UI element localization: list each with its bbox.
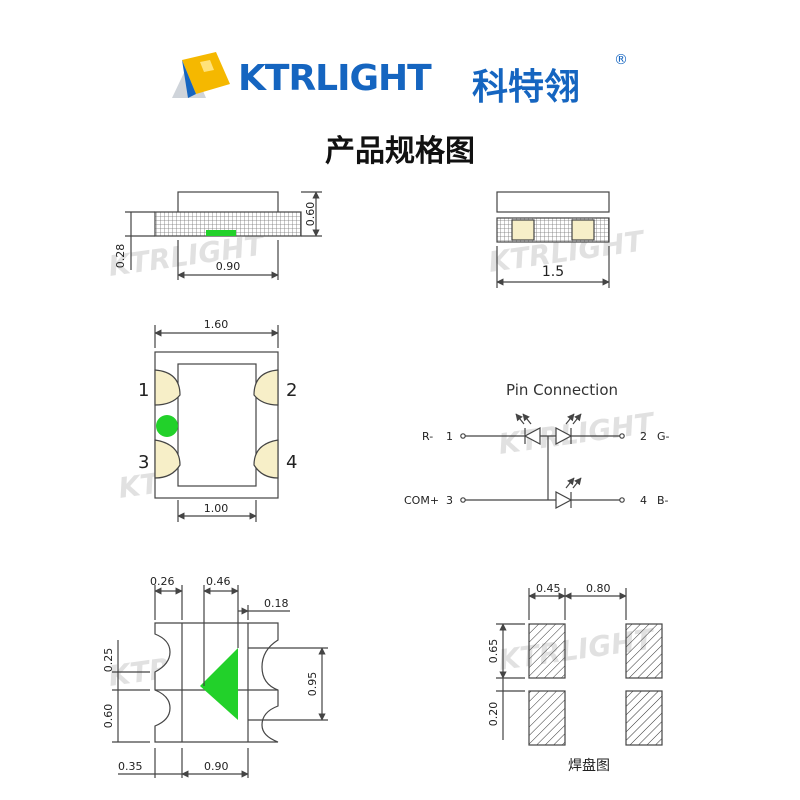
top-view	[154, 325, 279, 522]
bottom-dim-095: 0.95	[306, 672, 319, 697]
pin-num-3: 3	[446, 494, 453, 507]
pin-name-b: B-	[657, 494, 669, 507]
side-view-dim-width: 0.90	[216, 260, 241, 273]
pad-1	[154, 369, 181, 406]
side-view-dim-lower: 0.28	[114, 244, 127, 269]
watermark-4: KTRLIGHT	[496, 406, 657, 461]
end-view-pad-left	[511, 219, 535, 241]
pin-connection-circuit	[460, 413, 625, 509]
bottom-dim-026: 0.26	[150, 575, 175, 588]
bottom-dim-046: 0.46	[206, 575, 231, 588]
pin-label-2: 2	[286, 380, 297, 401]
pad-3	[154, 439, 181, 479]
bottom-dim-090: 0.90	[204, 760, 229, 773]
pad-dim-v2: 0.20	[487, 702, 500, 727]
pad-2	[253, 369, 279, 406]
pin-name-r: R-	[422, 430, 433, 443]
pad-layout	[496, 588, 663, 746]
top-view-dim-top: 1.60	[204, 318, 229, 331]
brand-name-cn: 科特翎	[472, 67, 581, 108]
pad-bottom-left	[528, 690, 566, 746]
end-view	[496, 191, 610, 288]
pad-layout-caption: 焊盘图	[568, 757, 610, 774]
pin-name-com: COM+	[404, 494, 439, 507]
diode-red	[523, 427, 541, 445]
side-view	[125, 191, 322, 280]
led-green-dot	[156, 415, 178, 437]
led-green-triangle	[200, 648, 238, 720]
bottom-dim-035: 0.35	[118, 760, 143, 773]
pad-dim-h2: 0.80	[586, 582, 611, 595]
pad-top-left	[528, 623, 566, 679]
bottom-dim-060: 0.60	[102, 704, 115, 729]
registered-mark: ®	[614, 52, 628, 68]
side-view-dome	[177, 191, 279, 215]
pin-name-g: G-	[657, 430, 670, 443]
page-title: 产品规格图	[325, 134, 475, 169]
bottom-dim-025: 0.25	[102, 648, 115, 673]
pin-connection-title: Pin Connection	[506, 381, 618, 399]
top-view-dim-bottom: 1.00	[204, 502, 229, 515]
bottom-dim-018: 0.18	[264, 597, 289, 610]
bottom-view	[112, 585, 328, 778]
diode-blue	[555, 491, 573, 509]
end-view-dim-length: 1.5	[542, 264, 564, 280]
end-view-body	[496, 191, 610, 213]
pin-label-3: 3	[138, 452, 149, 473]
pin-label-4: 4	[286, 452, 297, 473]
pin-num-1: 1	[446, 430, 453, 443]
pin-label-1: 1	[138, 380, 149, 401]
diode-green	[555, 427, 573, 445]
pin-num-2: 2	[640, 430, 647, 443]
pad-dim-h1: 0.45	[536, 582, 561, 595]
pad-dim-v1: 0.65	[487, 639, 500, 664]
brand-logo-icon	[172, 52, 230, 98]
pad-bottom-right	[625, 690, 663, 746]
side-view-dim-height: 0.60	[304, 202, 317, 227]
pin-num-4: 4	[640, 494, 647, 507]
pad-4	[253, 439, 279, 479]
top-view-inner	[177, 363, 257, 487]
end-view-pad-right	[571, 219, 595, 241]
brand-name: KTRLIGHT	[238, 58, 432, 99]
side-view-led	[206, 230, 236, 236]
pad-top-right	[625, 623, 663, 679]
